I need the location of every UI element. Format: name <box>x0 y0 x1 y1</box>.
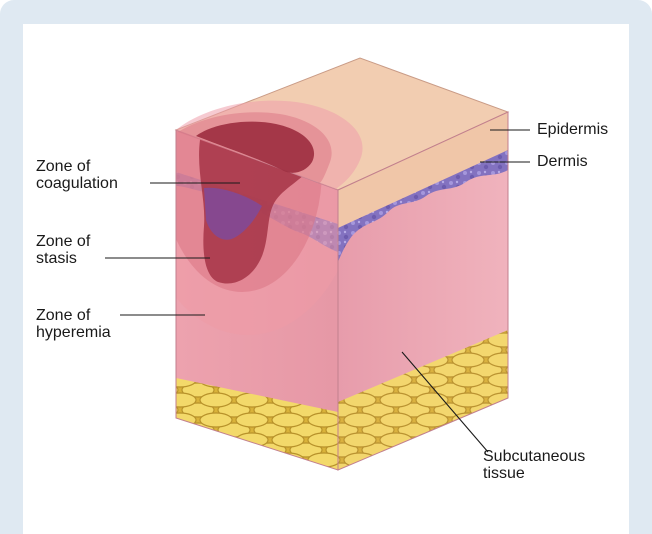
label-zone-of-coagulation: Zone of coagulation <box>36 158 118 192</box>
label-dermis: Dermis <box>537 153 588 170</box>
label-subcutaneous-tissue: Subcutaneous tissue <box>483 448 585 482</box>
label-zone-of-stasis: Zone of stasis <box>36 233 90 267</box>
label-epidermis: Epidermis <box>537 121 608 138</box>
label-zone-of-hyperemia: Zone of hyperemia <box>36 307 111 341</box>
